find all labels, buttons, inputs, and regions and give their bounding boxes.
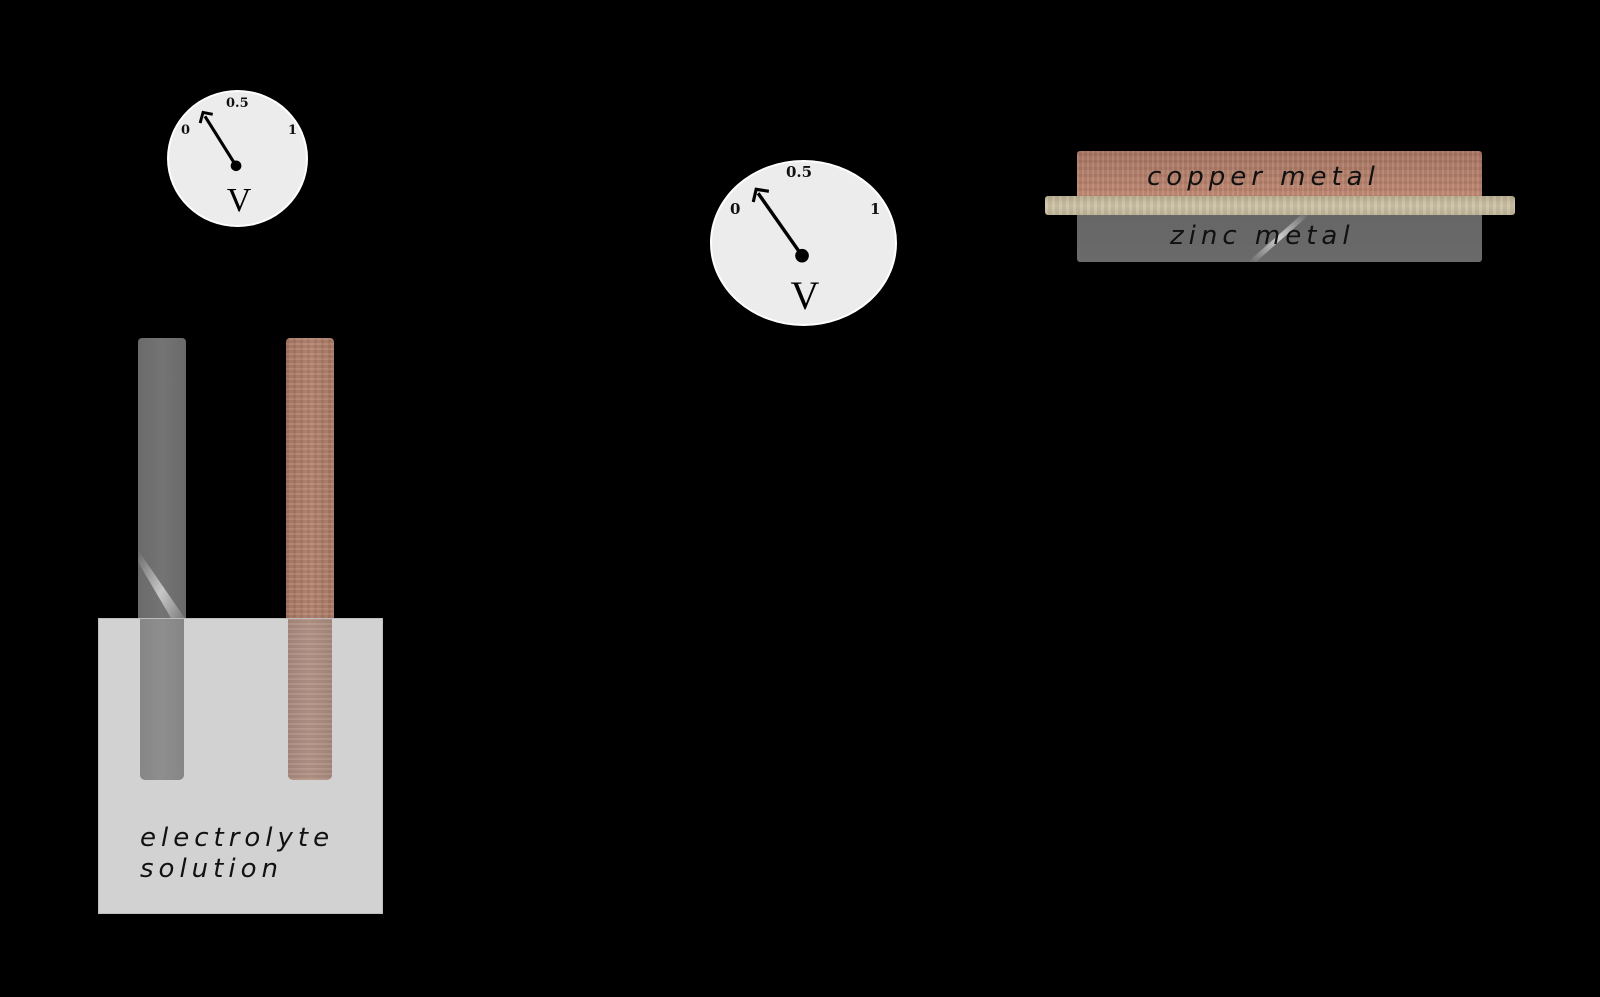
- right-voltmeter-needle-icon: [751, 187, 809, 263]
- left-voltmeter: 0 0.5 1 V: [167, 90, 308, 227]
- left-voltmeter-scale-half: 0.5: [226, 96, 249, 111]
- right-voltmeter-unit: V: [790, 273, 820, 318]
- zinc-electrode-submerged: [140, 619, 184, 780]
- zinc-metal-label: zinc metal: [1170, 221, 1355, 251]
- copper-metal-label: copper metal: [1147, 162, 1380, 192]
- left-voltmeter-needle-icon: [198, 110, 242, 172]
- right-voltmeter-scale-0: 0: [730, 200, 741, 218]
- right-voltmeter-scale-1: 1: [870, 200, 881, 218]
- beaker-label-line2: solution: [140, 854, 283, 884]
- right-voltmeter: 0 0.5 1 V: [710, 160, 897, 326]
- separator-layer: [1045, 196, 1515, 215]
- left-voltmeter-scale-1: 1: [288, 123, 298, 138]
- copper-metal-plate: [1077, 151, 1482, 198]
- left-voltmeter-unit: V: [226, 182, 252, 219]
- copper-electrode-submerged: [288, 619, 332, 780]
- right-voltmeter-scale-half: 0.5: [786, 163, 813, 181]
- left-voltmeter-scale-0: 0: [181, 123, 191, 138]
- beaker-label-line1: electrolyte: [140, 823, 335, 853]
